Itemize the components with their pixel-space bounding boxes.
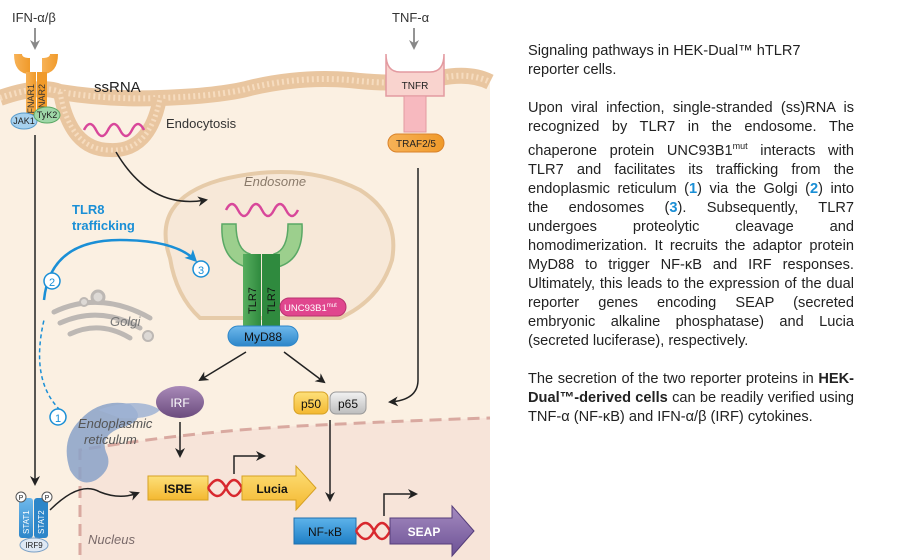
svg-text:MyD88: MyD88 [244,330,282,344]
step-3: 3 [192,260,210,278]
ifnar2-label: IFNAR2 [37,84,47,116]
tlr8-trafficking-arrow [42,238,198,301]
svg-text:P: P [19,495,24,502]
tnfr-label: TNFR [402,81,429,92]
endocytosis-label: Endocytosis [166,116,237,131]
tlr8-label-line1: TLR8 [72,202,105,217]
ifnar1-label: IFNAR1 [26,84,36,116]
endosome-label: Endosome [244,174,306,189]
svg-text:NF-κB: NF-κB [308,525,342,539]
svg-text:3: 3 [198,265,204,277]
stat-complex: STAT1 STAT2 P P IRF9 [15,491,53,553]
tnfr-receptor: TNFR TRAF2/5 [385,53,445,153]
svg-text:STAT1: STAT1 [22,510,31,534]
nucleus-label: Nucleus [88,532,135,547]
svg-text:IRF: IRF [170,396,189,410]
caption-title: Signaling pathways in HEK-Dual™ hTLR7 re… [528,43,801,78]
er-label-line1: Endoplasmic [78,416,153,431]
svg-text:ISRE: ISRE [164,482,192,496]
svg-text:SEAP: SEAP [408,525,441,539]
irf9 [19,537,49,553]
svg-text:JAK1: JAK1 [13,116,35,126]
seap-gene [389,504,475,558]
tlr7-dimer: TLR7 TLR7 [221,223,303,326]
tyk2 [33,106,61,124]
svg-text:STAT2: STAT2 [37,510,46,534]
endosome: Endosome [163,170,396,320]
tlr7-left-label: TLR7 [247,287,259,314]
caption: Signaling pathways in HEK-Dual™ hTLR7 re… [528,42,854,446]
svg-text:2: 2 [49,277,55,289]
lucia-gene [241,464,317,512]
nfkb-seap-reporter: NF-κB SEAP [293,489,475,558]
ifnar-receptor: IFNAR1 IFNAR2 JAK1 TyK2 [10,54,61,130]
nuclear-envelope [78,416,491,555]
nfkb-box [293,517,357,545]
svg-text:P: P [45,495,50,502]
svg-text:1: 1 [55,413,61,425]
golgi-label: Golgi [110,314,141,329]
ssrna-label: ssRNA [94,79,141,96]
caption-paragraph-1: Upon viral infection, single-stranded (s… [528,100,855,349]
traf-box [387,133,445,153]
endoplasmic-reticulum: Endoplasmic reticulum [66,402,160,483]
er-label-line2: reticulum [84,432,137,447]
tlr7-right-label: TLR7 [266,287,278,314]
traf-label: TRAF2/5 [396,139,436,150]
isre-box [147,475,209,501]
svg-text:IRF9: IRF9 [25,541,43,550]
tlr8-label-line2: trafficking [72,218,135,233]
step-2: 2 [43,272,61,290]
signaling-diagram: Nucleus Endoplasmic reticulum Golgi Endo… [0,10,494,560]
caption-paragraph-2: The secretion of the two reporter protei… [528,370,854,425]
svg-text:TyK2: TyK2 [37,110,58,120]
tnf-label: TNF-α [392,10,430,25]
svg-text:Lucia: Lucia [256,482,288,496]
golgi [51,289,154,342]
svg-text:UNC93B1mut: UNC93B1mut [284,303,337,314]
step-1: 1 [49,408,67,426]
unc93b1: UNC93B1mut [279,297,347,317]
isre-lucia-reporter: ISRE Lucia [147,451,317,512]
jak1 [10,112,38,130]
nfkb-dimer: p50 p65 [293,391,367,415]
myd88: MyD88 [227,325,299,347]
ssrna-strand [82,122,146,138]
irf: IRF [156,386,204,418]
endosome-ssrna [224,202,300,218]
ifn-label: IFN-α/β [12,10,56,25]
svg-text:p65: p65 [338,397,358,411]
svg-text:p50: p50 [301,397,321,411]
